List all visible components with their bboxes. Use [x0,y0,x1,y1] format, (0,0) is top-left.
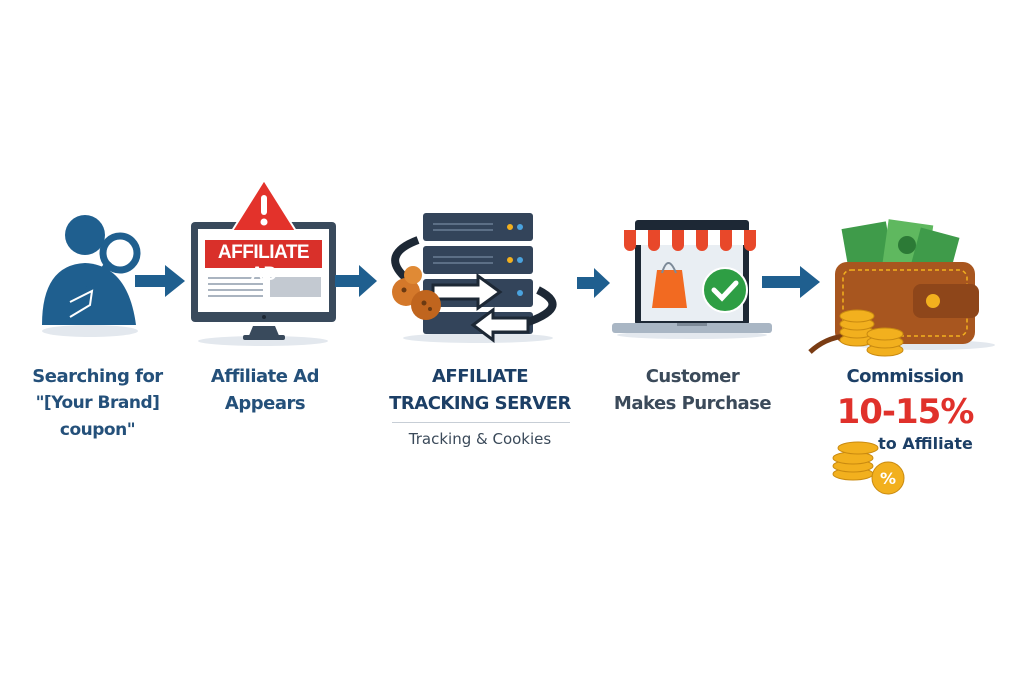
commission-rate: 10-15% [836,392,975,432]
step-2-line2: Appears [224,393,306,414]
step-1-line2: "[Your Brand] coupon" [35,393,160,440]
affiliate-ad-banner: AFFILIATE AD [217,242,310,285]
step-3-line2: TRACKING SERVER [389,393,571,414]
step-1-line1: Searching for [32,366,163,387]
arrow-icon [762,266,820,298]
step-5-line3: to Affiliate [878,434,973,453]
step-2-line1: Affiliate Ad [210,366,320,387]
server-icon [391,213,557,343]
arrow-icon [335,265,377,297]
step-3-label: AFFILIATE TRACKING SERVER [380,363,580,417]
arrow-icon [577,268,610,298]
step-4-label: Customer Makes Purchase [600,363,785,417]
step-4-line1: Customer [645,366,740,387]
step-5-label: Commission [846,366,964,387]
step-1-label: Searching for "[Your Brand] coupon" [0,363,195,444]
laptop-shop-icon [612,220,772,339]
step-4-line2: Makes Purchase [613,393,772,414]
coins-percent-icon: % [832,441,905,495]
step-3-line1: AFFILIATE [432,366,529,387]
person-search-icon [42,215,141,337]
step-3-sublabel: Tracking & Cookies [408,430,552,448]
step-2-label: Affiliate Ad Appears [185,363,345,417]
monitor-ad-icon [191,179,336,346]
svg-text:%: % [880,469,896,488]
wallet-icon [808,219,995,357]
arrow-icon [135,265,185,297]
divider [392,422,570,423]
